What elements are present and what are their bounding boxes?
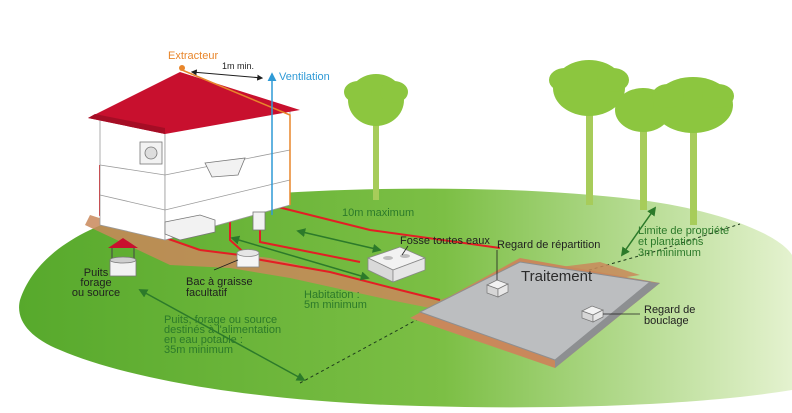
extracteur-cap [179,65,185,71]
septic-tank [366,246,427,283]
regard-repartition-label: Regard de répartition [497,239,601,251]
distance-1m-label: 1m min. [222,61,255,71]
tree-left [344,74,408,200]
potable-arrow [138,289,306,381]
bouclage-line1: Regard de [644,304,696,316]
potable-line1: Puits, forage ou source [164,314,278,326]
traitement-label: Traitement [521,268,593,285]
limite-line1: Limite de propriété [638,225,730,237]
potable-line3: en eau potable : [164,334,243,346]
extracteur-label: Extracteur [168,50,219,62]
fosse-label: Fosse toutes eaux [400,235,490,247]
bac-line1: Bac à graisse [186,276,253,288]
ten-meter-label: 10m maximum [342,207,415,219]
one-meter-arrow [190,69,264,81]
potable-line2: destinés à l'alimentation [164,324,282,336]
limite-line2: et plantations [638,236,704,248]
puits-line2: forage [80,277,112,289]
limite-arrow [620,206,657,257]
bac-leader [213,259,239,271]
ventilation-label: Ventilation [279,71,330,83]
house [88,72,300,241]
limite-line3: 3m minimum [638,247,701,259]
treatment-bed [410,258,660,368]
extracteur-pipe [181,69,291,205]
puits-line3: ou source [71,287,121,299]
grease-trap [236,249,260,268]
bac-line2: facultatif [186,287,227,299]
habitation-line1: Habitation : [304,289,360,301]
potable-line4: 35m minimum [164,344,234,356]
bouclage-line2: bouclage [644,315,689,327]
puits-line1: Puits [83,267,109,279]
tree-right-2 [652,77,734,225]
habitation-line2: 5m minimum [304,299,367,311]
habitation-arrow [230,235,370,281]
property-limit-line [299,223,741,384]
tree-middle [549,60,629,205]
well [108,238,138,277]
fosse-leader [401,245,409,256]
distribution-box [486,279,509,298]
loop-box [581,305,604,323]
